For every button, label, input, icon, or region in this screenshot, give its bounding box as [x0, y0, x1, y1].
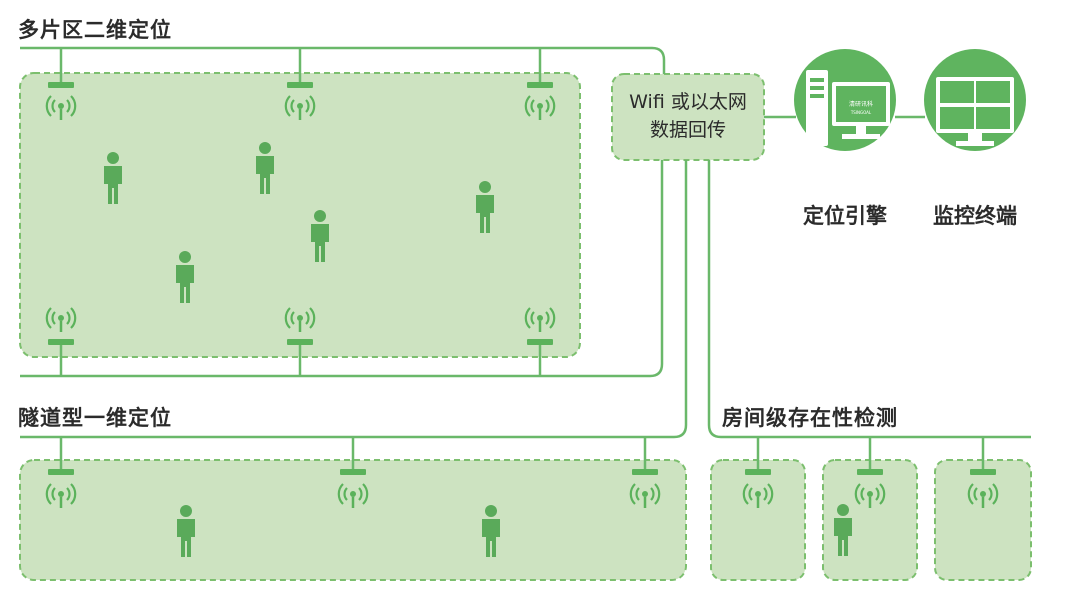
zone-room-1: [710, 459, 806, 581]
monitoring-terminal-device: [924, 49, 1026, 151]
engine-screen-logo: 清研讯科: [849, 100, 873, 108]
zone-tunnel: [19, 459, 687, 581]
engine-label: 定位引擎: [803, 204, 887, 228]
network-label: Wifi 或以太网 数据回传: [612, 88, 764, 144]
network-box: [611, 73, 765, 161]
network-line-1: Wifi 或以太网: [629, 91, 747, 113]
title-multi-zone: 多片区二维定位: [18, 18, 172, 42]
monitor-label: 监控终端: [933, 204, 1017, 228]
network-line-2: 数据回传: [649, 119, 726, 141]
zone-room-3: [934, 459, 1032, 581]
title-room: 房间级存在性检测: [722, 406, 898, 430]
title-tunnel: 隧道型一维定位: [18, 406, 172, 430]
cables: [20, 46, 1031, 472]
positioning-engine-device: 清研讯科 TSINGOAL: [794, 49, 896, 151]
anchor-bars: [48, 82, 996, 475]
engine-screen-subtitle: TSINGOAL: [850, 110, 872, 115]
